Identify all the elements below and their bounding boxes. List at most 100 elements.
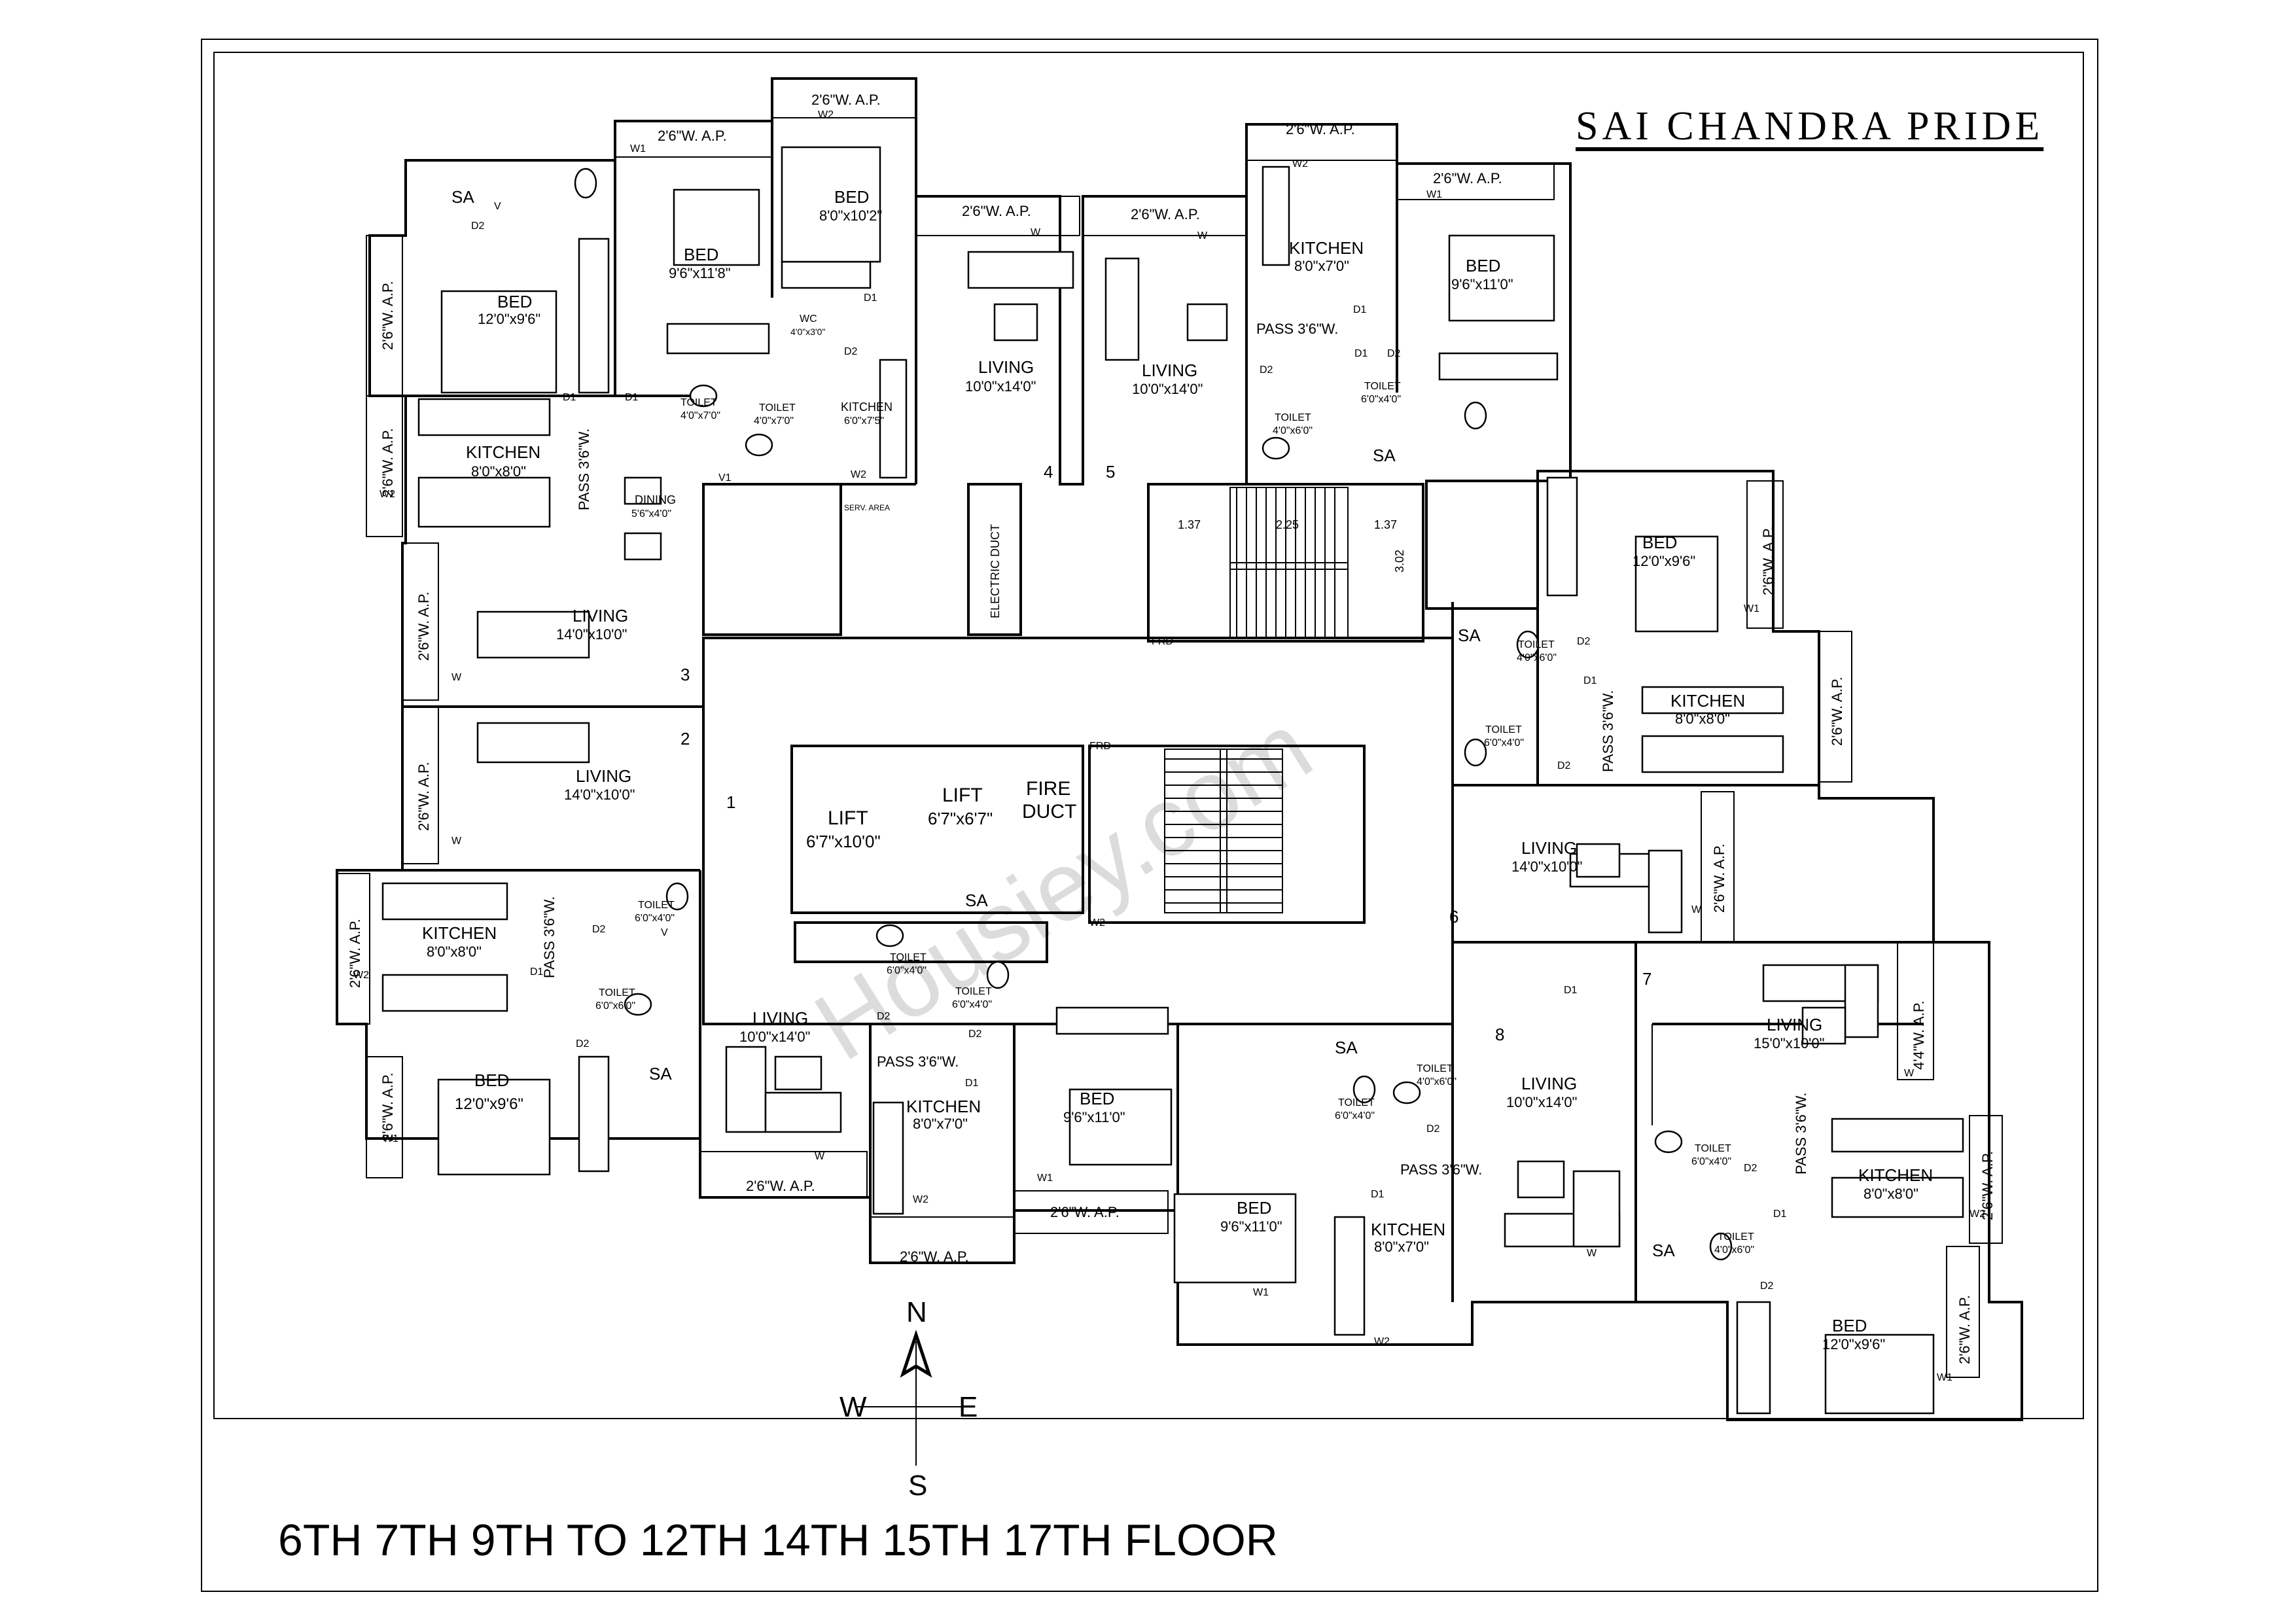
balcony-label: 2'6"W. A.P. <box>1131 206 1200 222</box>
door-tag: D2 <box>592 924 606 935</box>
toilet-size: 4'0"x6'0" <box>1714 1244 1754 1256</box>
balcony-label: 2'6"W. A.P. <box>347 919 363 988</box>
wc-label: WC <box>800 313 817 325</box>
balcony-label: 2'6"W. A.P. <box>380 281 396 350</box>
sa-label: SA <box>1335 1038 1358 1057</box>
toilet-size: 6'0"x4'0" <box>1361 394 1401 405</box>
wc-size: 4'0"x3'0" <box>790 327 825 337</box>
door-tag: D2 <box>1577 636 1591 647</box>
toilet-size: 4'0"x6'0" <box>1273 425 1313 436</box>
door-tag: W <box>815 1151 825 1162</box>
toilet-label: TOILET <box>1518 639 1555 650</box>
kitchen-size: 8'0"x7'0" <box>913 1116 968 1132</box>
bed-size: 12'0"x9'6" <box>1633 553 1695 569</box>
bed-size: 8'0"x10'2" <box>819 207 882 224</box>
toilet-label: TOILET <box>1718 1231 1754 1243</box>
kitchen-size: 8'0"x7'0" <box>1374 1239 1429 1255</box>
toilet-label: TOILET <box>680 397 717 408</box>
toilet-size: 4'0"x6'0" <box>1517 652 1557 663</box>
balcony-label: 2'6"W. A.P. <box>900 1248 969 1265</box>
living-size: 14'0"x10'0" <box>1511 858 1582 875</box>
door-tag: D1 <box>965 1078 979 1089</box>
toilet-size: 6'0"x4'0" <box>1335 1110 1375 1121</box>
living-size: 10'0"x14'0" <box>1506 1094 1577 1110</box>
lift1-size: 6'7"x10'0" <box>806 832 881 851</box>
door-tag: V <box>494 201 501 212</box>
door-tag: W1 <box>1037 1173 1053 1184</box>
living-size: 10'0"x14'0" <box>739 1029 810 1045</box>
door-tag: D2 <box>877 1011 891 1022</box>
passage-label: PASS 3'6"W. <box>1256 321 1338 337</box>
kitchen-label: KITCHEN <box>841 400 892 414</box>
toilet-label: TOILET <box>1364 381 1401 392</box>
flat-number: 5 <box>1106 462 1115 482</box>
bed-size: 9'6"x11'8" <box>669 265 731 281</box>
door-tag: W <box>451 836 462 847</box>
balcony-label: 2'6"W. A.P. <box>415 762 432 831</box>
door-tag: W2 <box>851 469 866 480</box>
toilet-size: 6'0"x4'0" <box>635 913 675 924</box>
living-label: LIVING <box>573 606 628 626</box>
balcony-label: 2'6"W. A.P. <box>1979 1151 1996 1220</box>
lift2-label: LIFT <box>942 785 983 806</box>
door-tag: D2 <box>1557 760 1571 771</box>
kitchen-label: KITCHEN <box>466 442 540 462</box>
lift1-label: LIFT <box>828 807 868 829</box>
bed-label: BED <box>684 245 718 264</box>
toilet-size: 6'0"x4'0" <box>1691 1156 1731 1167</box>
serv-area-label: SERV. AREA <box>844 503 890 512</box>
project-title: SAI CHANDRA PRIDE <box>1576 104 2044 149</box>
compass-north: N <box>906 1296 927 1328</box>
balcony-label: 2'6"W. A.P. <box>415 591 432 661</box>
door-tag: D1 <box>563 392 576 403</box>
kitchen-size: 8'0"x8'0" <box>427 944 482 960</box>
bed-label: BED <box>1237 1198 1271 1218</box>
frd-label: FRD <box>1089 741 1111 752</box>
room-labels: SA SA SA SA SA SA SA BED 12'0"x9'6" BED … <box>347 92 1996 1383</box>
toilet-size: 6'0"x4'0" <box>887 965 927 976</box>
kitchen-label: KITCHEN <box>1371 1220 1445 1239</box>
balcony-label: 2'6"W. A.P. <box>746 1178 815 1194</box>
sa-label: SA <box>451 187 474 207</box>
flat-number: 3 <box>680 665 690 684</box>
balcony-label: 4'4"W. A.P. <box>1911 1000 1927 1070</box>
staircase-lower <box>1164 749 1283 913</box>
door-tag: W <box>1031 227 1041 238</box>
door-tag: D1 <box>530 966 544 978</box>
door-tag: W1 <box>630 143 646 154</box>
door-tag: W2 <box>353 970 369 981</box>
furniture <box>381 146 1964 1415</box>
door-tag: W2 <box>380 489 395 500</box>
living-label: LIVING <box>1767 1015 1822 1034</box>
bed-size: 9'6"x11'0" <box>1451 276 1513 292</box>
toilet-size: 4'0"x7'0" <box>754 415 794 427</box>
door-tag: W2 <box>1089 917 1105 928</box>
compass-east: E <box>959 1391 978 1423</box>
bed-label: BED <box>1080 1089 1114 1108</box>
door-tag: W1 <box>383 1133 398 1144</box>
bed-size: 9'6"x11'0" <box>1063 1109 1125 1125</box>
door-tag: D2 <box>576 1038 590 1050</box>
living-size: 14'0"x10'0" <box>556 626 627 643</box>
living-label: LIVING <box>1521 1074 1577 1093</box>
passage-label: PASS 3'6"W. <box>576 429 592 510</box>
kitchen-label: KITCHEN <box>422 923 497 943</box>
toilet-size: 6'0"x4'0" <box>1484 737 1524 749</box>
compass-west: W <box>839 1391 867 1423</box>
kitchen-size: 6'0"x7'5" <box>844 415 884 427</box>
toilet-size: 4'0"x6'0" <box>1417 1076 1457 1087</box>
lift2-size: 6'7"x6'7" <box>928 809 993 828</box>
balcony-label: 2'6"W. A.P. <box>1760 526 1776 595</box>
wardrobes <box>578 238 1771 1415</box>
door-tag: D2 <box>1760 1280 1774 1292</box>
bed-label: BED <box>1642 533 1677 552</box>
kitchen-label: KITCHEN <box>1289 238 1364 258</box>
toilet-label: TOILET <box>890 952 927 963</box>
door-tag: W2 <box>913 1194 928 1205</box>
bed-size: 9'6"x11'0" <box>1220 1218 1282 1235</box>
bed-label: BED <box>474 1070 509 1090</box>
living-size: 10'0"x14'0" <box>965 378 1036 395</box>
kitchen-label: KITCHEN <box>1670 691 1745 711</box>
bed-size: 12'0"x9'6" <box>455 1095 523 1113</box>
